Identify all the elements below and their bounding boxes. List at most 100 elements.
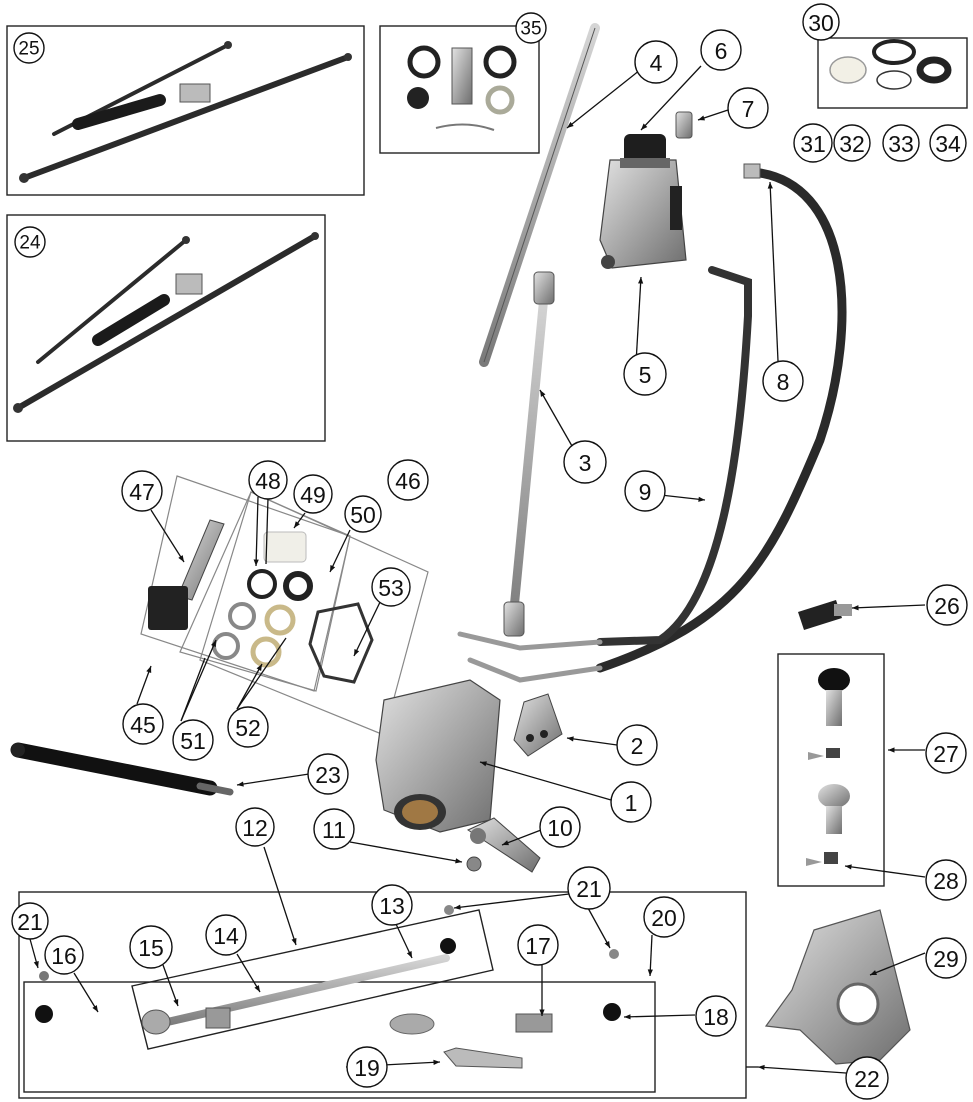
leader-arrowhead xyxy=(406,951,412,958)
leader-line xyxy=(180,657,206,722)
callout-23: 23 xyxy=(307,753,349,795)
leader-arrowhead xyxy=(256,664,262,671)
callout-number: 3 xyxy=(579,450,592,476)
power-steering-pump xyxy=(599,111,693,269)
leader-line xyxy=(349,841,463,863)
callout-14: 14 xyxy=(205,914,247,956)
callout-20: 20 xyxy=(643,896,685,938)
callout-33: 33 xyxy=(882,124,920,162)
callout-number: 11 xyxy=(322,817,346,843)
callout-circle xyxy=(882,124,920,162)
callout-circle xyxy=(623,352,667,396)
callout-3: 3 xyxy=(563,440,607,484)
leader-line xyxy=(353,597,383,657)
leader-arrowhead xyxy=(647,969,653,976)
callout-circle xyxy=(344,495,382,533)
callout-number: 49 xyxy=(300,482,326,508)
leader-arrowhead xyxy=(253,559,259,566)
leader-arrowhead xyxy=(767,182,773,189)
callout-32: 32 xyxy=(833,124,871,162)
callout-number: 2 xyxy=(631,733,644,759)
stabilizer-23 xyxy=(10,742,234,796)
callout-circle xyxy=(307,753,349,795)
leader-arrowhead xyxy=(173,999,179,1006)
callout-circle xyxy=(539,806,581,848)
callout-number: 35 xyxy=(520,19,541,40)
callout-number: 15 xyxy=(138,935,164,961)
callout-number: 25 xyxy=(18,39,39,60)
box-35-parts xyxy=(407,45,517,131)
leader-line xyxy=(73,972,99,1013)
callout-number: 14 xyxy=(213,923,239,949)
callout-number: 18 xyxy=(703,1004,729,1030)
callout-number: 8 xyxy=(777,369,790,395)
callout-circle xyxy=(567,866,611,910)
callout-53: 53 xyxy=(371,567,411,607)
leader-lines xyxy=(29,65,926,1074)
callout-number: 22 xyxy=(854,1066,880,1092)
callout-circle xyxy=(122,703,164,745)
callout-number: 48 xyxy=(255,468,281,494)
callout-number: 29 xyxy=(933,946,959,972)
callout-28: 28 xyxy=(925,859,967,901)
leader-line xyxy=(136,665,152,705)
callout-number: 4 xyxy=(650,50,663,76)
leader-line xyxy=(236,637,287,710)
leader-arrowhead xyxy=(758,1064,765,1071)
leader-arrowhead xyxy=(539,1009,545,1016)
leader-line xyxy=(649,934,653,977)
box-30-parts xyxy=(829,39,952,90)
leader-arrowhead xyxy=(852,605,859,611)
leader-line xyxy=(757,1066,847,1074)
callout-circle xyxy=(700,29,742,71)
callout-51: 51 xyxy=(172,719,214,761)
callout-number: 30 xyxy=(808,10,834,36)
leader-line xyxy=(640,65,702,131)
callout-circle xyxy=(371,884,413,926)
callout-46: 46 xyxy=(387,459,429,501)
leader-arrowhead xyxy=(870,970,877,975)
callout-number: 51 xyxy=(180,728,206,754)
callout-circle xyxy=(129,925,173,969)
callout-circle xyxy=(925,937,967,979)
callout-2: 2 xyxy=(616,724,658,766)
callout-circle xyxy=(643,896,685,938)
callout-circle xyxy=(346,1046,388,1088)
callout-circle xyxy=(929,124,967,162)
callout-circle xyxy=(616,724,658,766)
leader-arrowhead xyxy=(291,938,297,945)
callout-48: 48 xyxy=(248,460,288,500)
callout-number: 45 xyxy=(130,712,156,738)
frame-12 xyxy=(131,909,494,1050)
callout-circle xyxy=(248,460,288,500)
leader-line xyxy=(236,953,261,993)
callout-17: 17 xyxy=(517,924,559,966)
callout-number: 6 xyxy=(715,38,728,64)
callout-circle xyxy=(610,781,652,823)
callout-circle xyxy=(13,32,45,64)
callout-5: 5 xyxy=(623,352,667,396)
callout-6: 6 xyxy=(700,29,742,71)
callout-circle xyxy=(387,459,429,501)
leader-line xyxy=(566,737,618,746)
leader-line xyxy=(623,1014,696,1018)
callout-circle xyxy=(695,995,737,1037)
leader-line xyxy=(236,773,310,786)
callout-circle xyxy=(833,124,871,162)
callout-number: 1 xyxy=(625,790,638,816)
callout-number: 7 xyxy=(742,96,755,122)
callout-number: 19 xyxy=(354,1055,380,1081)
leader-arrowhead xyxy=(638,277,644,284)
steering-knuckle-29 xyxy=(764,909,911,1065)
callout-1: 1 xyxy=(610,781,652,823)
callout-25: 25 xyxy=(13,32,45,64)
callout-19: 19 xyxy=(346,1046,388,1088)
callout-circle xyxy=(293,474,333,514)
callout-7: 7 xyxy=(727,87,769,129)
callout-number: 21 xyxy=(17,909,43,935)
box-25-parts xyxy=(19,41,352,183)
leader-line xyxy=(566,69,641,129)
frame-27 xyxy=(777,653,885,887)
leader-arrowhead xyxy=(237,781,244,787)
